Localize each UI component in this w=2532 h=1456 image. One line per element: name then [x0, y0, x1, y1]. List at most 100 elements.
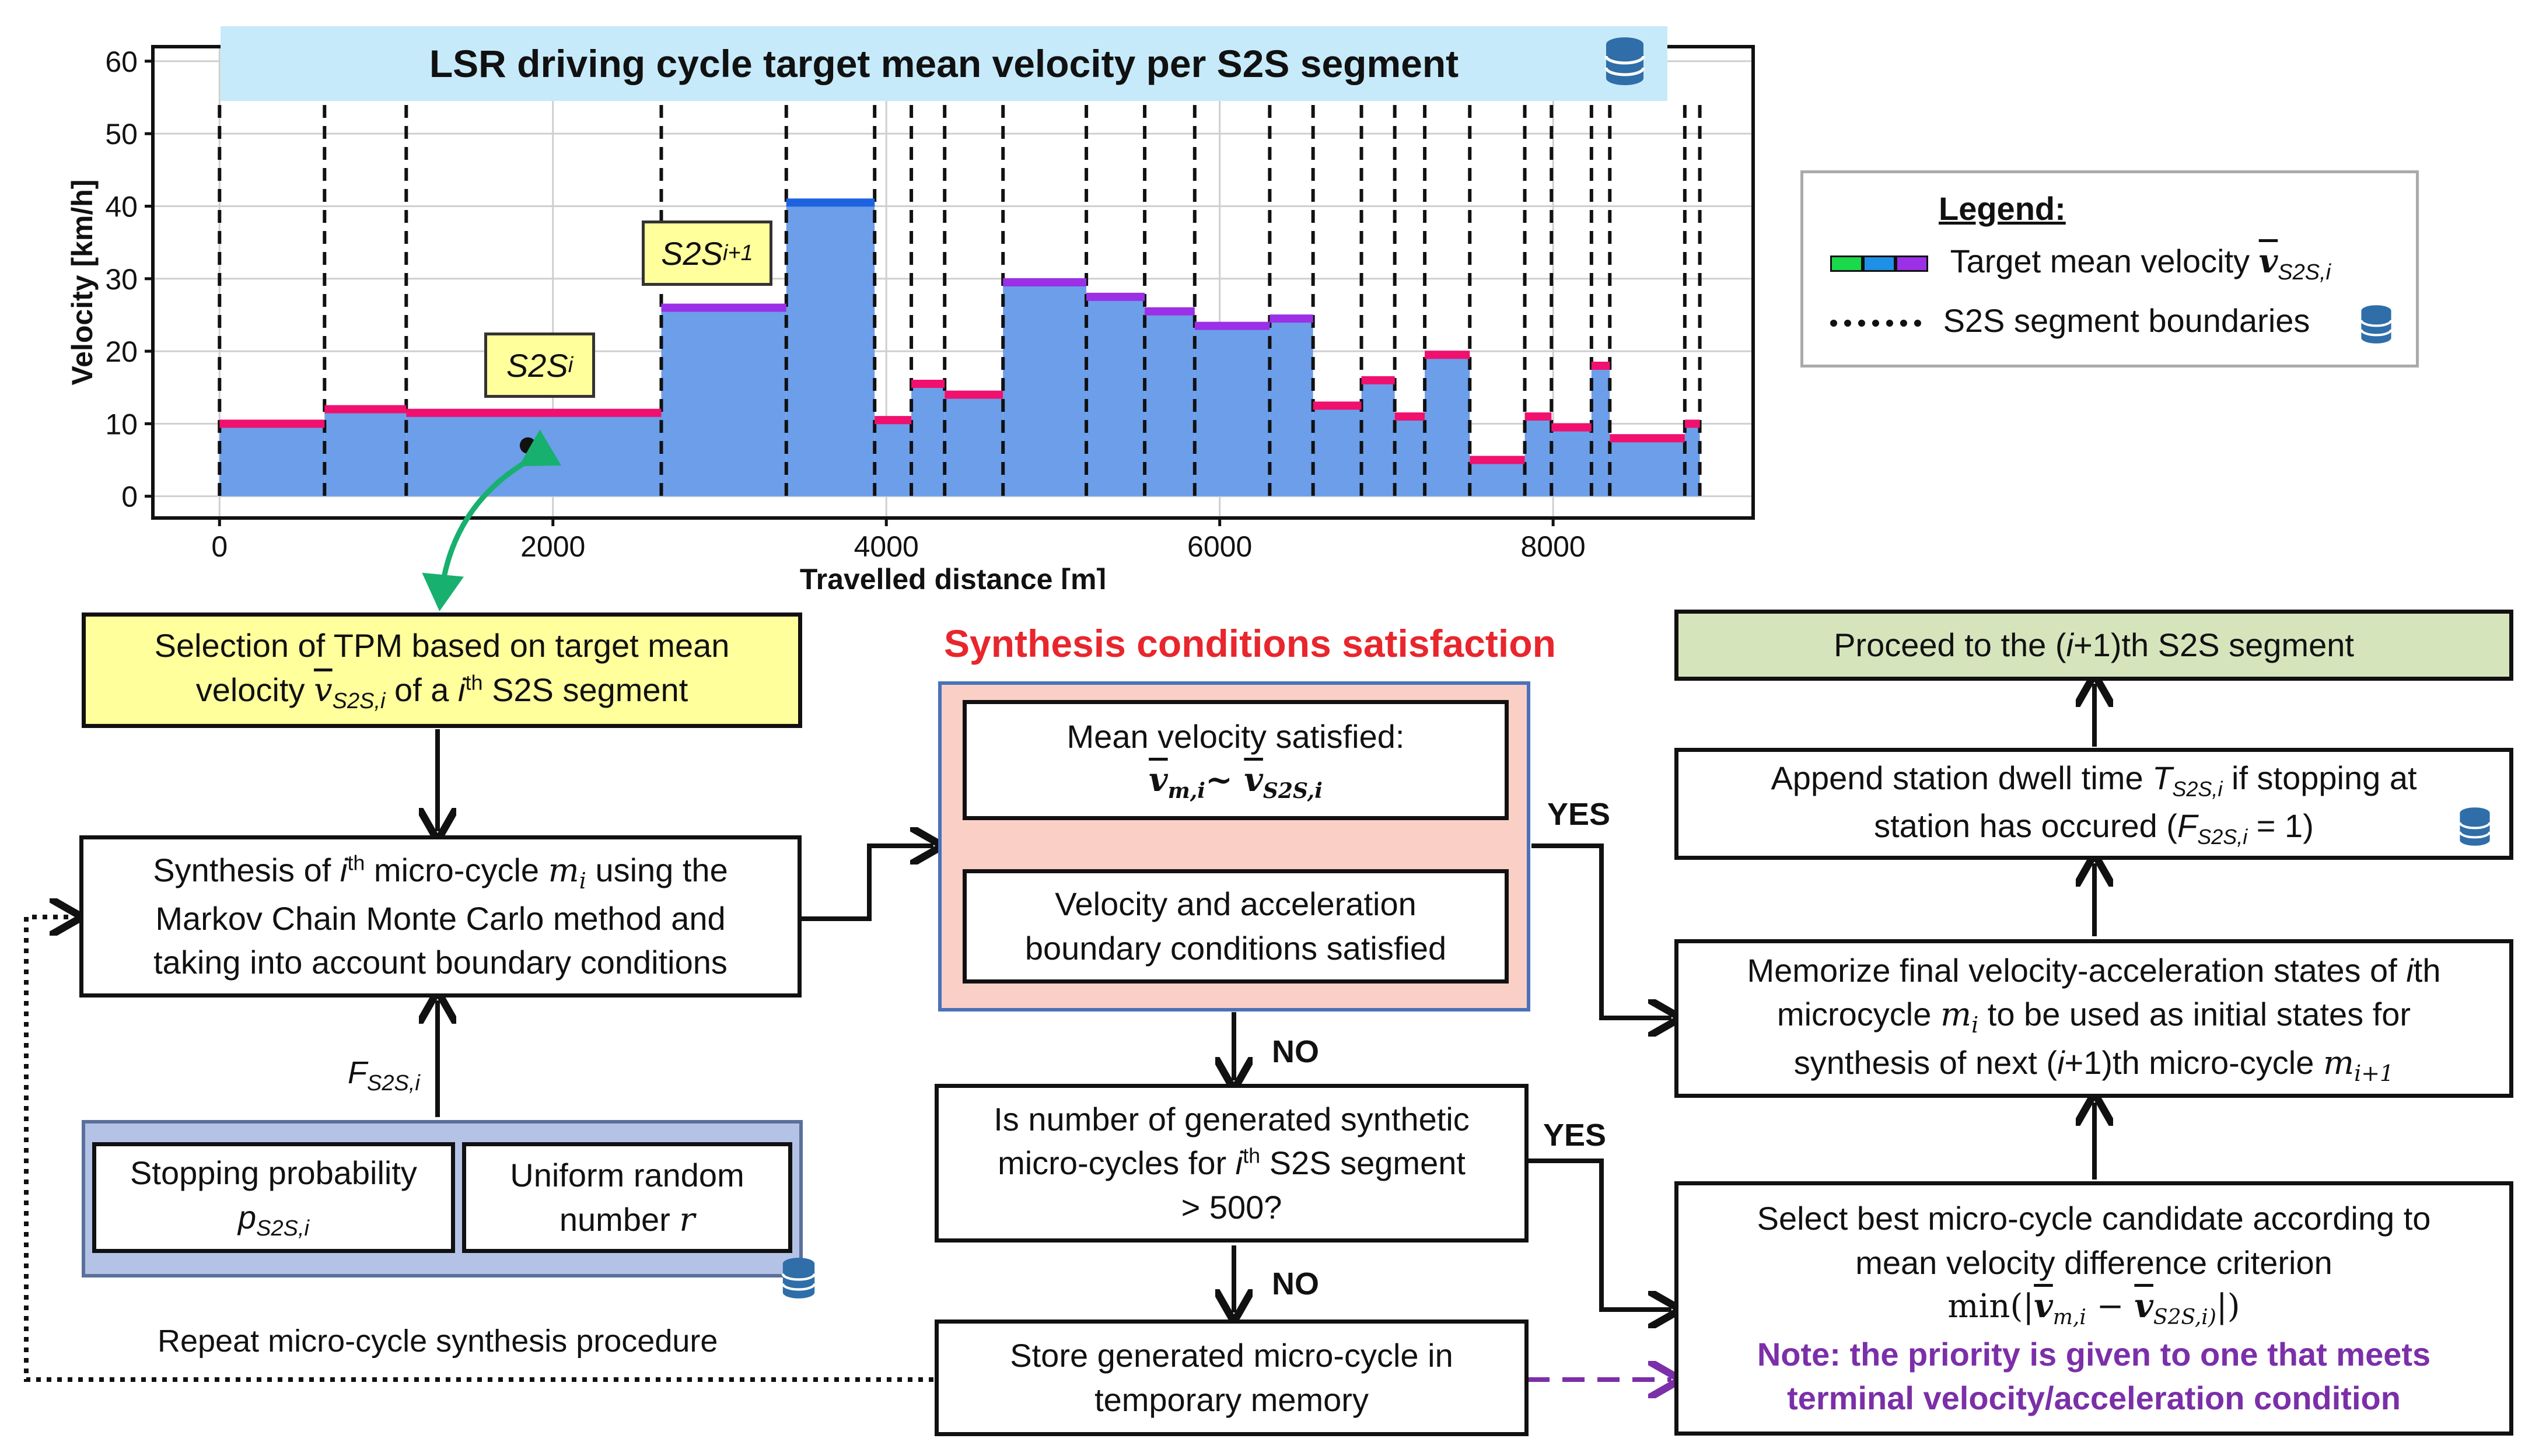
velocity-bar	[911, 384, 945, 496]
database-icon-chart	[1601, 35, 1648, 90]
no-label-1: NO	[1272, 1034, 1319, 1069]
velocity-acceleration-line-1: Velocity and acceleration	[1055, 886, 1417, 923]
repeat-label: Repeat micro-cycle synthesis procedure	[158, 1324, 718, 1359]
legend-dotted-line	[1830, 320, 1921, 327]
legend-velocity-entry: Target mean velocity vS2S,i	[1830, 242, 2331, 285]
velocity-bar	[1270, 318, 1313, 496]
f-s2s-label: FS2S,i	[348, 1055, 420, 1096]
uniform-random-box: Uniform random number r	[462, 1142, 792, 1253]
memorize-line-2: microcycle mi to be used as initial stat…	[1776, 996, 2411, 1038]
y-tick-label: 40	[105, 190, 138, 223]
velocity-bar	[1425, 355, 1470, 496]
mean-velocity-formula: vm,i~ vS2S,i	[1149, 761, 1323, 804]
synthesis-line-3: taking into account boundary conditions	[153, 944, 728, 981]
yes-label-1: YES	[1547, 797, 1611, 832]
legend-boundary-entry: S2S segment boundaries	[1830, 302, 2310, 340]
proceed-text: Proceed to the (i+1)th S2S segment	[1834, 626, 2354, 664]
count-check-box: Is number of generated synthetic micro-c…	[935, 1084, 1529, 1242]
synthesis-line-1: Synthesis of ith micro-cycle mi using th…	[153, 850, 728, 894]
velocity-bar	[1003, 282, 1087, 496]
arrow-synthesis-to-conditions	[799, 846, 933, 921]
velocity-bar	[1086, 296, 1145, 496]
y-tick-label: 0	[121, 481, 138, 513]
velocity-bar	[1145, 311, 1195, 496]
select-line-2: mean velocity difference criterion	[1855, 1244, 2332, 1281]
append-dwell-box: Append station dwell time TS2S,i if stop…	[1674, 748, 2513, 860]
note-line-2: terminal velocity/acceleration condition	[1787, 1380, 2401, 1417]
x-tick-label: 6000	[1187, 530, 1252, 563]
velocity-bar	[786, 202, 875, 496]
mean-velocity-label: Mean velocity satisfied:	[1066, 718, 1405, 755]
velocity-bar	[1470, 460, 1525, 496]
velocity-acceleration-box: Velocity and acceleration boundary condi…	[963, 869, 1509, 984]
legend-swatch-green	[1830, 256, 1863, 272]
database-icon-legend	[2358, 303, 2395, 349]
legend-boundaries-label: S2S segment boundaries	[1943, 302, 2310, 339]
velocity-bar	[324, 409, 407, 496]
count-line-3: > 500?	[1181, 1188, 1282, 1226]
y-tick-label: 50	[105, 118, 138, 150]
append-line-2: station has occured (FS2S,i = 1)	[1874, 807, 2314, 849]
conditions-title: Synthesis conditions satisfaction	[944, 622, 1556, 665]
memorize-box: Memorize final velocity-acceleration sta…	[1674, 939, 2513, 1098]
velocity-bar	[945, 394, 1003, 496]
arrow-count-to-select	[1527, 1158, 1671, 1310]
proceed-box: Proceed to the (i+1)th S2S segment	[1674, 610, 2513, 681]
note-line-1: Note: the priority is given to one that …	[1757, 1335, 2431, 1373]
y-tick-label: 20	[105, 335, 138, 368]
x-tick-label: 0	[211, 530, 228, 563]
legend-title: Legend:	[1939, 190, 2066, 227]
x-tick-label: 4000	[854, 530, 919, 563]
velocity-bar	[1551, 427, 1592, 496]
velocity-bar	[1313, 405, 1362, 496]
stopping-probability-label: Stopping probability	[130, 1154, 417, 1192]
velocity-bar	[1524, 416, 1552, 496]
synthesis-line-2: Markov Chain Monte Carlo method and	[155, 900, 726, 937]
velocity-bar	[875, 420, 912, 496]
append-line-1: Append station dwell time TS2S,i if stop…	[1771, 760, 2417, 802]
velocity-bar	[1684, 424, 1700, 496]
select-formula: min(|vm,i − vS2S,i)|)	[1947, 1287, 2240, 1330]
store-line-2: temporary memory	[1094, 1381, 1369, 1418]
green-link-arrow	[422, 429, 562, 611]
yes-label-2: YES	[1543, 1118, 1607, 1153]
uniform-random-label: Uniform random	[510, 1156, 744, 1194]
x-tick-label: 8000	[1521, 530, 1586, 563]
velocity-acceleration-line-2: boundary conditions satisfied	[1024, 930, 1447, 967]
memorize-line-1: Memorize final velocity-acceleration sta…	[1747, 951, 2441, 989]
database-icon-append	[2456, 805, 2493, 851]
select-line-1: Select best micro-cycle candidate accord…	[1757, 1199, 2431, 1237]
y-tick-label: 60	[105, 46, 138, 78]
velocity-bar	[1361, 380, 1395, 496]
stopping-probability-symbol: pS2S,i	[238, 1199, 309, 1241]
y-tick-label: 30	[105, 263, 138, 296]
y-axis-label: Velocity [km/h]	[66, 180, 99, 386]
database-icon-inputs	[779, 1255, 819, 1304]
velocity-bar	[1591, 365, 1610, 496]
stopping-probability-box: Stopping probability pS2S,i	[92, 1142, 455, 1253]
count-line-2: micro-cycles for ith S2S segment	[998, 1143, 1466, 1182]
legend-velocity-label: Target mean velocity	[1950, 243, 2250, 279]
no-label-2: NO	[1272, 1266, 1319, 1301]
legend-swatch-purple	[1895, 256, 1928, 272]
tpm-selection-box: Selection of TPM based on target mean ve…	[82, 612, 802, 728]
chart-title: LSR driving cycle target mean velocity p…	[221, 26, 1667, 101]
synthesis-box: Synthesis of ith micro-cycle mi using th…	[79, 835, 802, 998]
memorize-line-3: synthesis of next (i+1)th micro-cycle mi…	[1793, 1044, 2394, 1086]
arrow-repeat-loop	[24, 917, 933, 1382]
arrow-conditions-to-memorize	[1531, 844, 1671, 1018]
legend-swatch-blue	[1863, 256, 1895, 272]
y-tick-label: 10	[105, 408, 138, 440]
tpm-line-2: velocity vS2S,i of a ith S2S segment	[195, 670, 688, 714]
velocity-bar	[219, 424, 325, 496]
store-box: Store generated micro-cycle in temporary…	[935, 1320, 1529, 1436]
chart-title-text: LSR driving cycle target mean velocity p…	[429, 42, 1459, 85]
velocity-bar	[661, 307, 786, 496]
chart-legend: Legend: Target mean velocity vS2S,i S2S …	[1800, 170, 2419, 368]
x-axis-label: Travelled distance [m]	[800, 563, 1106, 589]
velocity-bar	[1194, 326, 1270, 496]
